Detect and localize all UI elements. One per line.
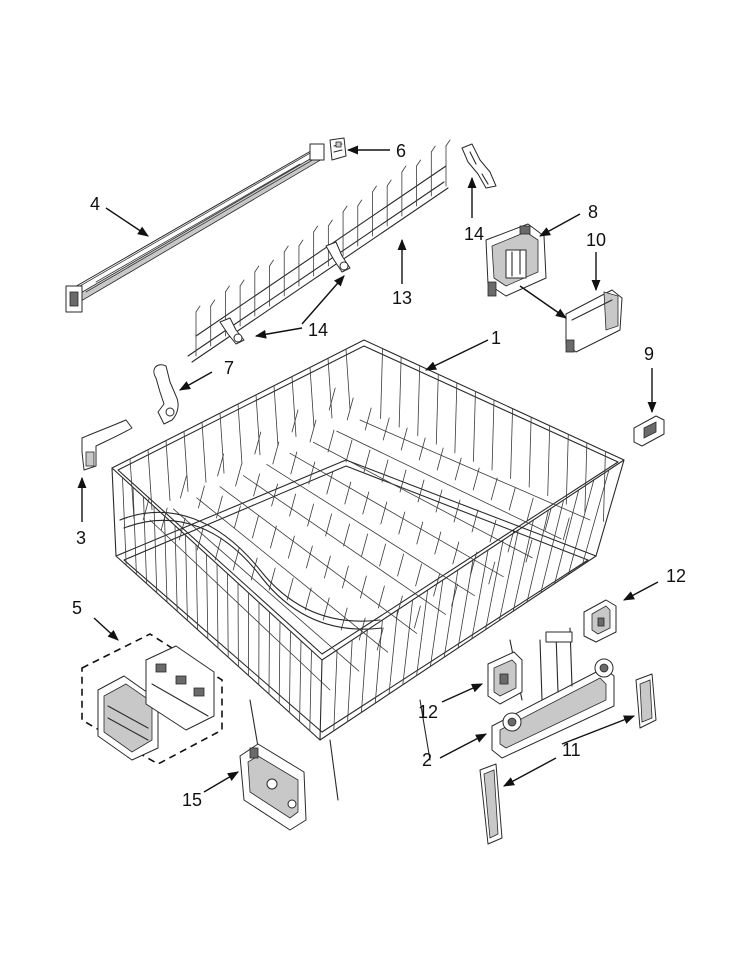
part-4-rack-rail: [65, 143, 325, 313]
leader-11a: [561, 715, 636, 745]
leader-11b: [503, 757, 557, 787]
leader-4: [105, 207, 149, 237]
callout-3: 3: [76, 528, 86, 548]
leader-12b: [441, 683, 484, 703]
part-14-shelf-clip-left: [219, 317, 245, 345]
callout-1: 1: [491, 328, 501, 348]
leader-12a: [623, 581, 659, 601]
callout-11: 11: [562, 740, 581, 760]
callout-5: 5: [72, 598, 82, 618]
part-8-adjuster-housing: [485, 223, 547, 297]
callout-12-top: 12: [666, 566, 686, 586]
part-5-cover: [97, 675, 159, 761]
part-12-clip-left: [487, 651, 523, 705]
leader-lines: [77, 145, 659, 793]
callout-8: 8: [588, 202, 598, 222]
part-11-rail-right: [635, 673, 657, 729]
part-7-clip: [153, 364, 179, 425]
leader-14b: [254, 327, 303, 339]
leader-15: [203, 771, 239, 793]
callout-labels: 1 2 3 4 5 6 7 8 9 10 11 12 12 13 14 14 1…: [72, 141, 686, 810]
part-9-bracket: [633, 415, 665, 447]
part-11-rail-left: [479, 763, 503, 845]
part-15-bracket: [239, 743, 307, 831]
part-5-housing: [145, 645, 215, 731]
part-14-shelf-clip-top: [461, 143, 497, 189]
callout-4: 4: [90, 194, 100, 214]
callout-15: 15: [182, 790, 202, 810]
callout-14-top: 14: [464, 224, 484, 244]
callout-14-bottom: 14: [308, 320, 328, 340]
part-2-adjuster-bar: [491, 627, 615, 759]
part-6-clip: [329, 137, 347, 161]
part-10-adjuster-cover: [565, 289, 623, 353]
part-5-kit: [81, 633, 223, 765]
callout-13: 13: [392, 288, 412, 308]
leader-1: [424, 339, 489, 371]
callout-9: 9: [644, 344, 654, 364]
part-12-clip-right: [583, 599, 617, 643]
leader-10b: [519, 285, 567, 319]
callout-7: 7: [224, 358, 234, 378]
callout-10: 10: [586, 230, 606, 250]
leader-2: [439, 733, 487, 759]
part-1-upper-rack: [111, 339, 625, 801]
leader-8: [539, 213, 581, 237]
leader-7: [179, 371, 213, 391]
part-14-shelf-clip-mid: [325, 241, 351, 273]
callout-2: 2: [422, 750, 432, 770]
callout-12-bottom: 12: [418, 702, 438, 722]
leader-5: [93, 617, 119, 641]
leader-14c: [301, 275, 345, 325]
part-3-clip: [81, 419, 133, 471]
callout-6: 6: [396, 141, 406, 161]
